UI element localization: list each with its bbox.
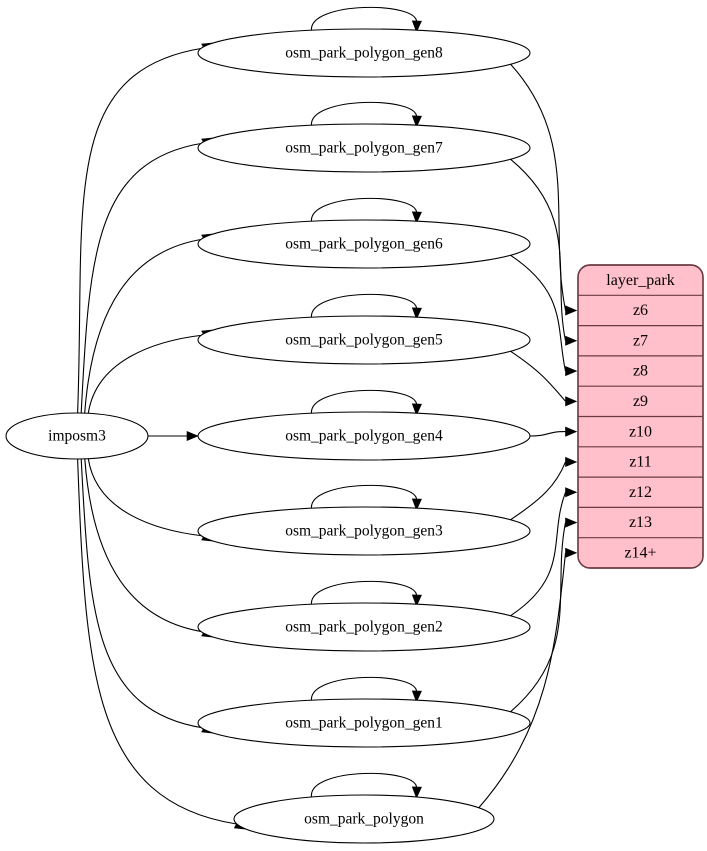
edge-gen3-to-z11 xyxy=(510,461,567,521)
node-base-label: osm_park_polygon xyxy=(304,811,424,828)
edge-imposm3-to-base xyxy=(77,458,237,825)
node-gen1[interactable]: osm_park_polygon_gen1 xyxy=(197,676,531,748)
node-gen6[interactable]: osm_park_polygon_gen6 xyxy=(197,197,531,269)
node-gen1-label: osm_park_polygon_gen1 xyxy=(285,715,443,732)
node-base-shape[interactable] xyxy=(233,794,495,844)
table-row-label-z11: z11 xyxy=(629,454,652,471)
layer-park-table: layer_park z6 z7 z8 z9 z10 z11 z12 z13 z14+ xyxy=(577,264,704,569)
self-loop-arrow-gen1 xyxy=(411,690,422,703)
edge-arrow-gen1-to-z13 xyxy=(565,517,578,528)
edge-imposm3-to-gen5 xyxy=(87,334,204,414)
node-gen3[interactable]: osm_park_polygon_gen3 xyxy=(197,484,531,556)
self-loop-base xyxy=(310,772,418,798)
self-loop-gen6 xyxy=(310,197,418,223)
node-gen7-label: osm_park_polygon_gen7 xyxy=(285,140,443,157)
table-row-z10[interactable] xyxy=(578,417,703,447)
node-gen7-shape[interactable] xyxy=(197,123,531,173)
edge-imposm3-to-gen8 xyxy=(77,47,204,414)
node-gen8-shape[interactable] xyxy=(197,28,531,78)
edge-imposm3-to-gen2 xyxy=(84,458,204,633)
node-gen5[interactable]: osm_park_polygon_gen5 xyxy=(197,293,531,365)
edge-arrow-gen4-to-z10 xyxy=(565,426,578,437)
node-imposm3-shape[interactable] xyxy=(5,412,149,460)
table-row-z9[interactable] xyxy=(578,386,703,416)
table-header-label: layer_park xyxy=(606,272,674,289)
edge-gen6-to-z8 xyxy=(510,254,567,372)
edge-arrow-gen8-to-z6 xyxy=(565,305,578,316)
node-gen2-shape[interactable] xyxy=(197,602,531,652)
node-gen4-label: osm_park_polygon_gen4 xyxy=(285,428,443,445)
edge-arrow-gen2-to-z12 xyxy=(565,487,578,498)
table-row-label-z8: z8 xyxy=(633,363,648,380)
node-gen6-shape[interactable] xyxy=(197,219,531,269)
node-gen5-shape[interactable] xyxy=(197,315,531,365)
self-loop-gen8 xyxy=(310,6,418,32)
edge-gen1-to-z13 xyxy=(510,522,567,713)
table-row-z7[interactable] xyxy=(578,326,703,356)
table-row-label-z10: z10 xyxy=(629,423,652,440)
edge-arrow-imposm3-to-gen4 xyxy=(186,430,199,442)
table-row-z11[interactable] xyxy=(578,447,703,477)
node-gen8-label: osm_park_polygon_gen8 xyxy=(285,45,443,62)
edge-imposm3-to-gen1 xyxy=(80,458,204,729)
self-loop-arrow-gen4 xyxy=(411,403,422,416)
self-loop-gen2 xyxy=(310,580,418,606)
table-row-label-z9: z9 xyxy=(633,393,648,410)
self-loop-arrow-gen5 xyxy=(411,307,422,320)
node-gen3-label: osm_park_polygon_gen3 xyxy=(285,523,443,540)
edge-gen5-to-z9 xyxy=(510,350,566,402)
edge-imposm3-to-gen7 xyxy=(80,142,204,414)
table-row-z12[interactable] xyxy=(578,477,703,507)
edge-gen2-to-z12 xyxy=(510,492,567,617)
edge-gen8-to-z6 xyxy=(510,63,567,311)
self-loop-arrow-gen2 xyxy=(411,594,422,607)
self-loop-gen7 xyxy=(310,101,418,127)
self-loop-gen4 xyxy=(310,389,418,415)
node-gen5-label: osm_park_polygon_gen5 xyxy=(285,332,443,349)
edge-gen7-to-z7 xyxy=(510,158,567,341)
self-loop-arrow-gen6 xyxy=(411,211,422,224)
self-loop-gen3 xyxy=(310,484,418,510)
edge-base-to-z14+ xyxy=(478,552,567,809)
edge-arrow-base-to-z14+ xyxy=(565,547,578,558)
table-row-label-z13: z13 xyxy=(629,514,652,531)
edge-arrow-gen6-to-z8 xyxy=(565,365,578,377)
table-row-label-z6: z6 xyxy=(633,302,648,319)
node-gen4-shape[interactable] xyxy=(197,411,531,461)
table-row-label-z12: z12 xyxy=(629,484,652,501)
node-gen1-shape[interactable] xyxy=(197,698,531,748)
node-base[interactable]: osm_park_polygon xyxy=(233,772,495,844)
table-row-z13[interactable] xyxy=(578,507,703,537)
node-gen2-label: osm_park_polygon_gen2 xyxy=(285,619,443,636)
table-row-z6[interactable] xyxy=(578,295,703,325)
self-loop-arrow-gen7 xyxy=(411,115,422,128)
edge-imposm3-to-gen3 xyxy=(87,458,204,537)
node-imposm3-label: imposm3 xyxy=(48,428,106,445)
node-gen6-label: osm_park_polygon_gen6 xyxy=(285,236,443,253)
nodes-layer: imposm3 osm_park_polygon_gen8 osm_park_pol… xyxy=(5,6,531,844)
self-loop-gen5 xyxy=(310,293,418,319)
node-gen8[interactable]: osm_park_polygon_gen8 xyxy=(197,6,531,78)
edge-arrow-gen7-to-z7 xyxy=(565,335,578,346)
self-loop-arrow-base xyxy=(411,786,422,799)
self-loop-gen1 xyxy=(310,676,418,702)
self-loop-arrow-gen3 xyxy=(411,498,422,511)
edge-imposm3-to-gen6 xyxy=(84,238,204,414)
edge-arrow-gen5-to-z9 xyxy=(565,396,578,407)
table-row-label-z14+: z14+ xyxy=(624,545,656,562)
table-row-z14+[interactable] xyxy=(578,538,703,568)
node-gen3-shape[interactable] xyxy=(197,506,531,556)
table-row-label-z7: z7 xyxy=(633,332,648,349)
table-row-z8[interactable] xyxy=(578,356,703,386)
node-gen4[interactable]: osm_park_polygon_gen4 xyxy=(197,389,531,461)
node-gen7[interactable]: osm_park_polygon_gen7 xyxy=(197,101,531,173)
edge-arrow-gen3-to-z11 xyxy=(565,456,578,468)
self-loop-arrow-gen8 xyxy=(411,20,422,33)
node-gen2[interactable]: osm_park_polygon_gen2 xyxy=(197,580,531,652)
edge-gen4-to-z10 xyxy=(529,431,566,437)
layer-park-table-outline xyxy=(577,264,704,569)
node-imposm3[interactable]: imposm3 xyxy=(5,412,149,460)
